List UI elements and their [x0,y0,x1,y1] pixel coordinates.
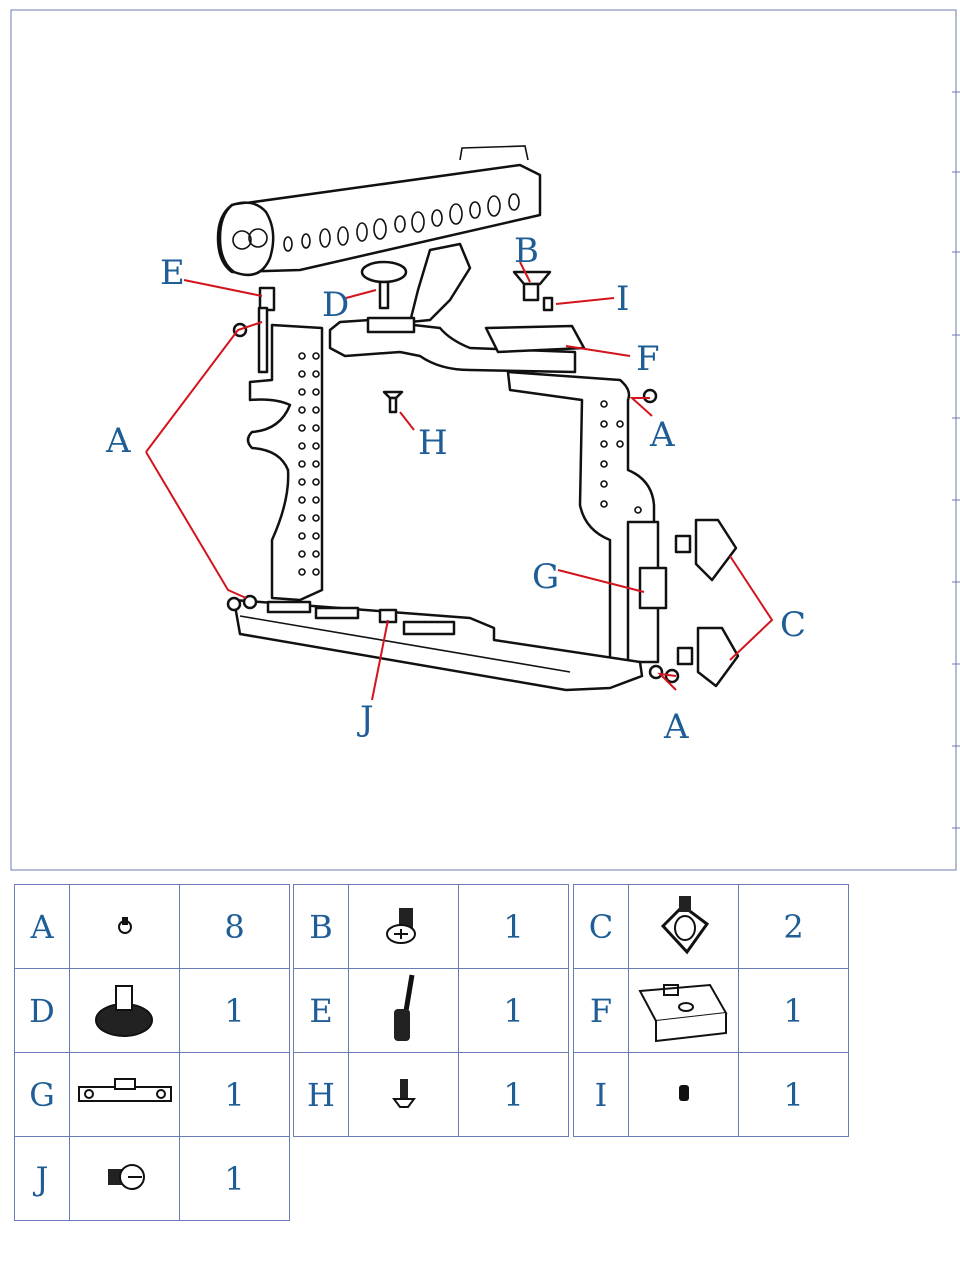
callout-f: F [636,339,660,379]
cross-screw-icon [348,884,459,969]
shoe-mount-block-icon [628,968,739,1053]
frame-ticks [952,91,960,829]
callout-e: E [160,253,185,293]
part-letter: J [35,1159,49,1198]
callout-d: D [322,285,349,325]
top-plate [328,316,577,374]
table-row: J 1 [14,1136,290,1221]
slotted-screw-icon [69,1136,180,1221]
part-letter: E [309,991,333,1030]
table-row: I 1 [573,1052,849,1137]
part-qty: 1 [783,991,804,1030]
rod-clamp-plate-icon [69,1052,180,1137]
left-side-plate [246,323,324,602]
part-letter: B [309,907,333,946]
countersunk-screw-icon [348,1052,459,1137]
table-row: C 2 [573,884,849,969]
table-row: B 1 [293,884,569,969]
table-row: G 1 [14,1052,290,1137]
part-qty: 1 [503,1075,524,1114]
cage-assembly-diagram: A E D B I F H A G C A J [10,9,960,871]
hardware-parts [226,260,740,688]
callout-a-left: A [105,421,131,461]
table-row: A 8 [14,884,290,969]
parts-table-col3: C 2 F 1 I 1 [573,884,849,1137]
set-screw-icon [628,1052,739,1137]
long-pin-screw-icon [348,968,459,1053]
part-qty: 1 [503,907,524,946]
part-letter: A [30,907,54,946]
bottom-plate [232,598,644,692]
table-row: F 1 [573,968,849,1053]
table-row: D 1 [14,968,290,1053]
part-letter: I [594,1075,608,1114]
part-qty: 1 [783,1075,804,1114]
small-screw-icon [69,884,180,969]
part-letter: D [29,991,55,1030]
callout-j: J [357,699,374,739]
callout-g: G [532,557,559,597]
part-qty: 1 [224,991,245,1030]
callout-b: B [514,231,539,271]
part-qty: 1 [224,1159,245,1198]
callout-a-right-top: A [649,415,675,455]
d-ring-screw-icon [628,884,739,969]
top-handle [216,145,542,324]
part-letter: F [589,991,613,1030]
part-letter: C [588,907,614,946]
part-qty: 1 [224,1075,245,1114]
right-side-plate [506,370,660,666]
parts-table-col2: B 1 E 1 H 1 [293,884,569,1137]
callout-labels: A E D B I F H A G C A J [105,231,806,747]
table-row: E 1 [293,968,569,1053]
part-qty: 1 [503,991,524,1030]
callout-i: I [616,279,629,319]
parts-table-col1: A 8 D 1 G 1 J 1 [14,884,290,1221]
callout-a-right-bottom: A [663,707,689,747]
callout-c: C [780,605,806,645]
drawing-frame [10,9,957,871]
thumb-screw-icon [69,968,180,1053]
table-row: H 1 [293,1052,569,1137]
part-qty: 8 [224,907,245,946]
callout-h: H [418,423,448,463]
part-letter: G [29,1075,55,1114]
part-qty: 2 [783,907,804,946]
leader-lines [145,261,774,701]
part-letter: H [307,1075,335,1114]
